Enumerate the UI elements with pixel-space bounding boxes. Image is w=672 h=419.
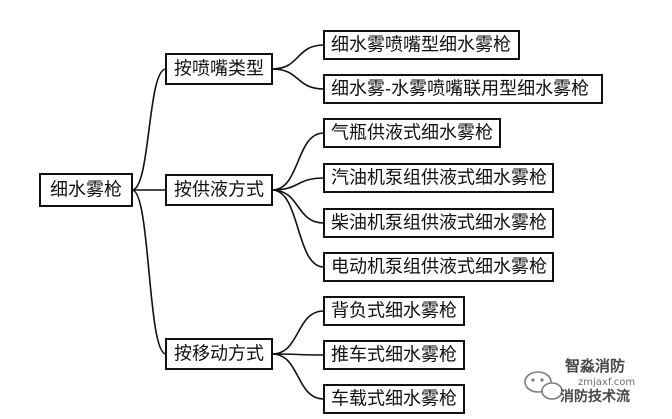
connector-lines [131, 44, 325, 400]
connector-line [271, 177, 325, 191]
category-label: 按喷嘴类型 [174, 59, 264, 80]
leaf-box [323, 74, 603, 104]
leaf-box [323, 30, 520, 60]
leaf-box [323, 252, 554, 282]
leaf-node: 推车式细水雾枪 [323, 340, 465, 370]
category-node-supply: 按供液方式 [165, 174, 273, 206]
watermark-name: 智淼消防 [565, 357, 625, 375]
connector-line [271, 132, 325, 191]
leaf-box [323, 296, 465, 326]
watermark-slogan: 消防技术流 [560, 388, 630, 405]
leaf-node: 车载式细水雾枪 [323, 384, 465, 414]
category-box [165, 174, 273, 206]
leaf-node: 电动机泵组供液式细水雾枪 [323, 252, 554, 282]
leaf-label: 细水雾喷嘴型细水雾枪 [331, 35, 511, 56]
leaf-label: 汽油机泵组供液式细水雾枪 [331, 168, 547, 189]
category-box [165, 338, 273, 370]
category-box [165, 53, 273, 85]
category-node-mobility: 按移动方式 [165, 338, 273, 370]
connector-line [271, 44, 325, 70]
connector-line [271, 353, 325, 400]
leaf-box [323, 384, 465, 414]
leaf-node: 汽油机泵组供液式细水雾枪 [323, 163, 554, 193]
category-label: 按移动方式 [174, 344, 264, 365]
watermark: 智淼消防 zmjaxf.com 消防技术流 [524, 357, 635, 405]
leaf-label: 推车式细水雾枪 [331, 345, 457, 366]
connector-line [271, 68, 325, 90]
wechat-logo-icon [524, 371, 563, 400]
leaf-box [323, 163, 554, 193]
connector-line [131, 189, 167, 355]
leaf-node: 细水雾-水雾喷嘴联用型细水雾枪 [323, 74, 603, 104]
connector-line [271, 189, 325, 268]
connector-line [271, 310, 325, 355]
leaf-label: 细水雾-水雾喷嘴联用型细水雾枪 [331, 79, 589, 100]
leaf-label: 气瓶供液式细水雾枪 [331, 123, 493, 144]
leaf-node: 背负式细水雾枪 [323, 296, 465, 326]
category-node-nozzle: 按喷嘴类型 [165, 53, 273, 85]
connector-line [131, 68, 167, 191]
connector-line [271, 189, 325, 224]
leaf-box [323, 340, 465, 370]
root-node: 细水雾枪 [39, 173, 133, 207]
root-label: 细水雾枪 [50, 180, 122, 201]
leaf-node: 气瓶供液式细水雾枪 [323, 118, 501, 148]
watermark-url: zmjaxf.com [578, 377, 635, 388]
root-box [39, 173, 133, 207]
leaf-label: 柴油机泵组供液式细水雾枪 [331, 213, 547, 234]
leaf-box [323, 118, 501, 148]
leaf-box [323, 208, 554, 238]
leaf-node: 柴油机泵组供液式细水雾枪 [323, 208, 554, 238]
leaf-label: 背负式细水雾枪 [331, 301, 457, 322]
leaf-node: 细水雾喷嘴型细水雾枪 [323, 30, 520, 60]
leaf-label: 车载式细水雾枪 [331, 389, 457, 410]
category-label: 按供液方式 [174, 180, 264, 201]
leaf-label: 电动机泵组供液式细水雾枪 [331, 257, 547, 278]
